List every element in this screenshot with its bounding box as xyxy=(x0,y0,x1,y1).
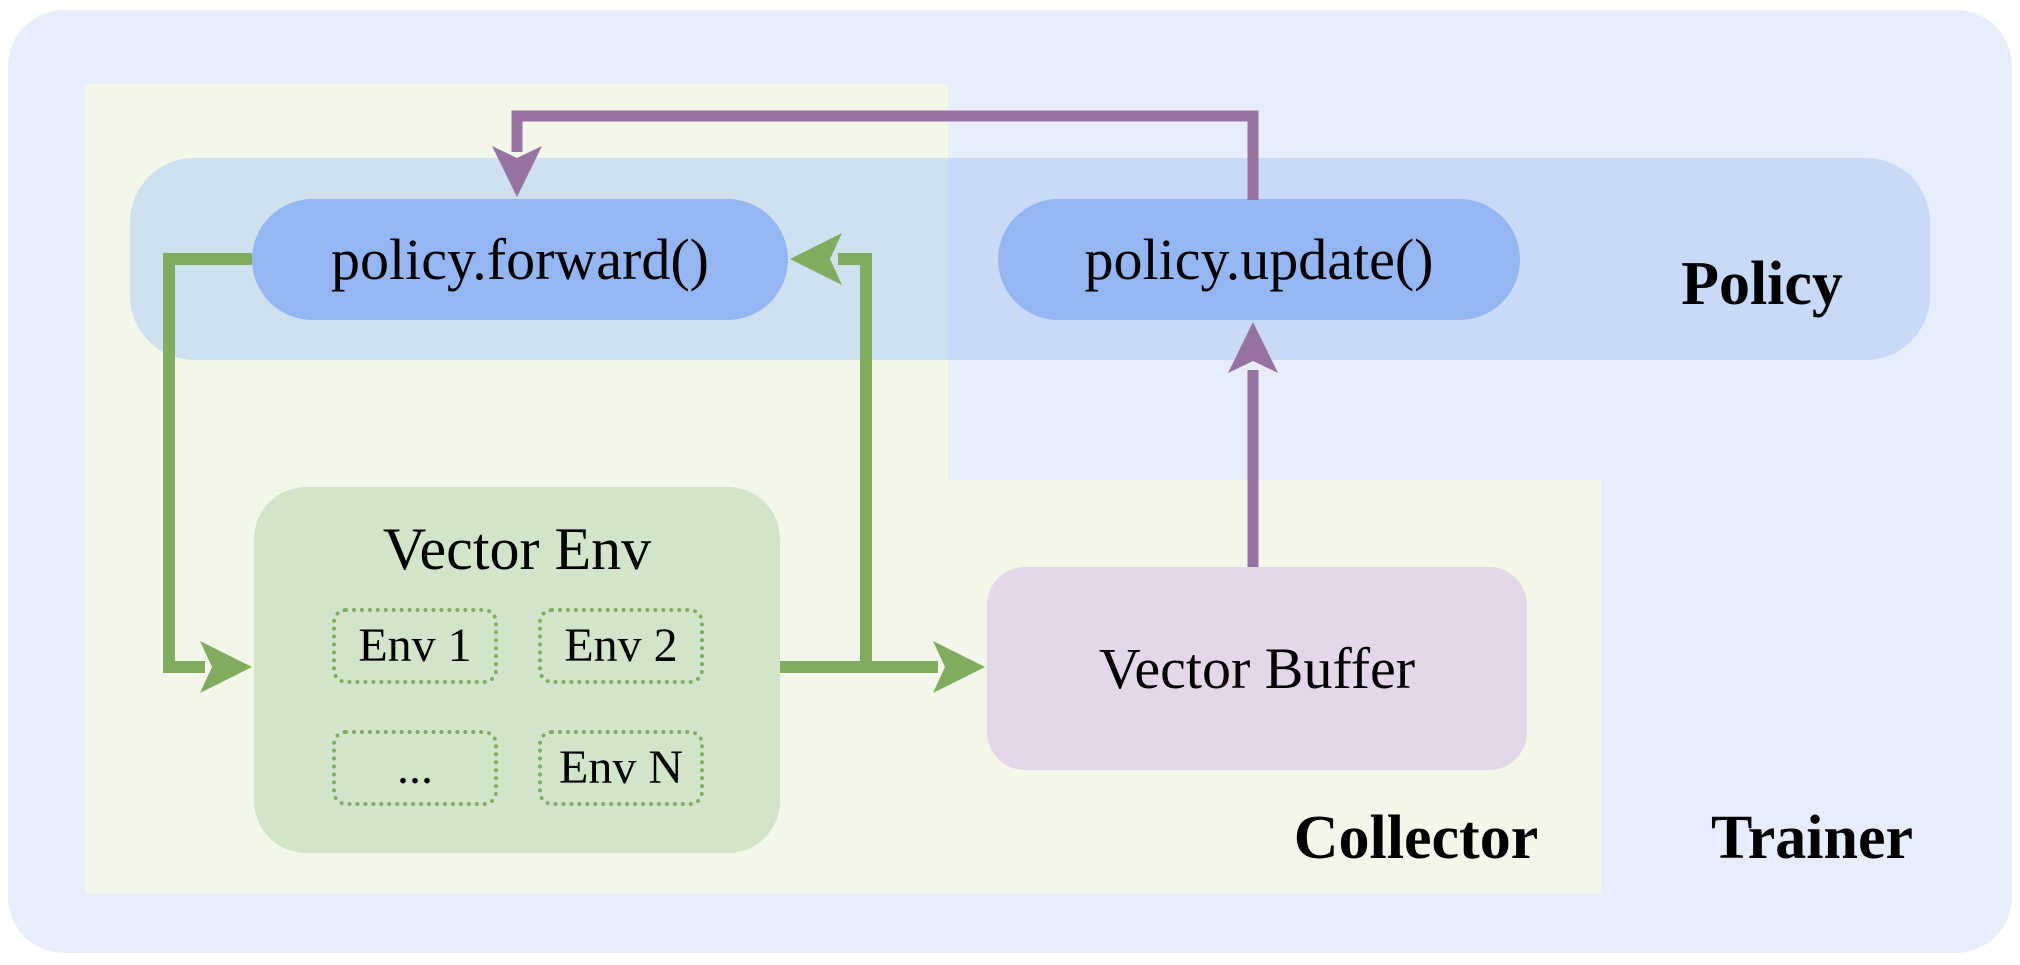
trainer-region-label: Trainer xyxy=(1710,804,1913,872)
policy-forward-label: policy.forward() xyxy=(331,226,709,292)
policy-update-label: policy.update() xyxy=(1084,226,1434,292)
vector-env-title: Vector Env xyxy=(382,516,652,582)
env-cell-2-label: Env 2 xyxy=(564,619,678,672)
vector-buffer-label: Vector Buffer xyxy=(1098,635,1416,701)
policy-forward-node: policy.forward() xyxy=(252,199,788,320)
env-cell-ellipsis-label: ... xyxy=(397,741,433,794)
env-cell-1: Env 1 xyxy=(332,608,498,684)
vector-buffer-box: Vector Buffer xyxy=(987,567,1527,770)
env-cell-1-label: Env 1 xyxy=(358,619,472,672)
collector-region-label: Collector xyxy=(1293,804,1539,872)
policy-update-node: policy.update() xyxy=(998,199,1520,320)
env-cell-2: Env 2 xyxy=(538,608,704,684)
env-cell-n: Env N xyxy=(538,730,704,806)
env-cell-n-label: Env N xyxy=(559,741,683,794)
policy-region-label: Policy xyxy=(1681,250,1843,318)
env-cell-ellipsis: ... xyxy=(332,730,498,806)
